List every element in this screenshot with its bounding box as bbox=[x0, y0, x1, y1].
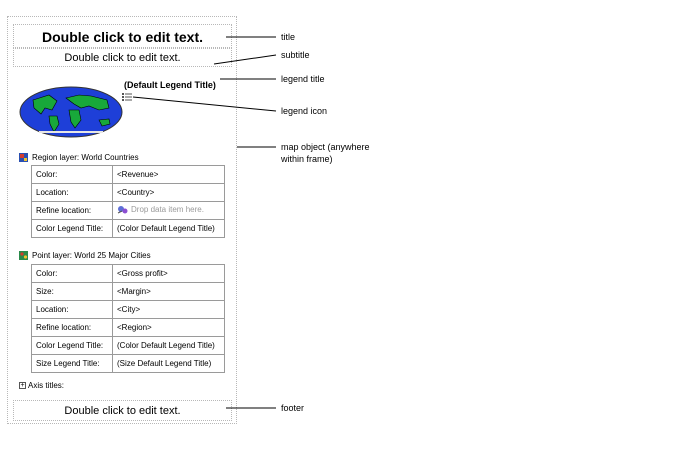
region-layer-icon bbox=[19, 153, 28, 162]
subtitle-text[interactable]: Double click to edit text. bbox=[13, 48, 232, 67]
region-layer-table: Color:<Revenue> Location:<Country> Refin… bbox=[31, 165, 225, 238]
annotation-title: title bbox=[281, 32, 296, 42]
region-layer-label: Region layer: World Countries bbox=[32, 153, 139, 162]
region-layer-header[interactable]: Region layer: World Countries bbox=[19, 153, 139, 162]
legend-icon[interactable] bbox=[122, 93, 132, 101]
annotation-legend-title: legend title bbox=[281, 74, 325, 84]
map-object-frame[interactable] bbox=[7, 16, 237, 424]
annotation-legend-icon: legend icon bbox=[281, 106, 328, 116]
point-layer-icon bbox=[19, 251, 28, 260]
annotation-subtitle: subtitle bbox=[281, 50, 310, 60]
axis-titles-toggle[interactable]: + Axis titles: bbox=[19, 381, 64, 390]
property-value[interactable]: (Size Default Legend Title) bbox=[112, 354, 225, 373]
title-text[interactable]: Double click to edit text. bbox=[13, 24, 232, 48]
drop-placeholder: Drop data item here. bbox=[131, 205, 204, 214]
table-row[interactable]: Color Legend Title:(Color Default Legend… bbox=[31, 219, 225, 238]
table-row[interactable]: Size Legend Title:(Size Default Legend T… bbox=[31, 354, 225, 373]
drop-item-icon bbox=[117, 206, 128, 214]
globe-map-icon[interactable] bbox=[19, 86, 123, 138]
table-row[interactable]: Color:<Revenue> bbox=[31, 165, 225, 184]
point-layer-label: Point layer: World 25 Major Cities bbox=[32, 251, 151, 260]
property-value[interactable]: (Color Default Legend Title) bbox=[112, 219, 225, 238]
legend-title[interactable]: (Default Legend Title) bbox=[124, 80, 216, 90]
point-layer-header[interactable]: Point layer: World 25 Major Cities bbox=[19, 251, 151, 260]
expand-plus-icon[interactable]: + bbox=[19, 382, 26, 389]
footer-text[interactable]: Double click to edit text. bbox=[13, 400, 232, 421]
point-layer-table: Color:<Gross profit> Size:<Margin> Locat… bbox=[31, 264, 225, 373]
annotation-map-object: map object (anywhere bbox=[281, 142, 370, 152]
subtitle-leader-line bbox=[213, 54, 277, 65]
axis-titles-label: Axis titles: bbox=[28, 381, 65, 390]
annotation-footer: footer bbox=[281, 403, 305, 413]
legend-icon-leader-line bbox=[132, 96, 277, 112]
annotation-map-object-2: within frame) bbox=[281, 154, 333, 164]
table-row[interactable]: Color:<Gross profit> bbox=[31, 264, 225, 283]
table-row[interactable]: Refine location: Drop data item here. bbox=[31, 201, 225, 220]
table-row[interactable]: Location:<Country> bbox=[31, 183, 225, 202]
